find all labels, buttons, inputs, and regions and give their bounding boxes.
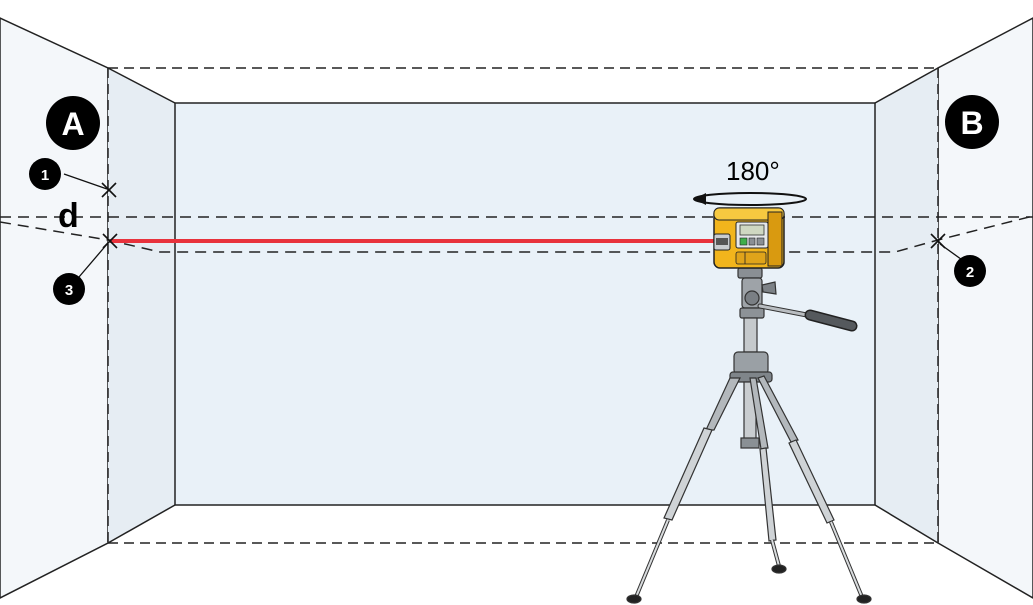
tilted-beam-line: [0, 215, 1033, 253]
floor-right-corner: [874, 504, 939, 544]
ceiling-right-corner: [874, 67, 939, 104]
wall-a-badge: A: [46, 96, 100, 150]
wall-a-label: A: [61, 106, 84, 142]
wall-b-badge: B: [945, 95, 999, 149]
laser-level-device: [713, 207, 785, 269]
rotation-label: 180°: [726, 156, 780, 186]
mark-3-badge: 3: [53, 273, 85, 305]
floor-left-corner: [107, 504, 176, 544]
left-wall-inner: [108, 68, 175, 543]
right-wall-inner: [875, 68, 938, 543]
mark-1-label: 1: [41, 167, 49, 184]
rotate-arrow-icon: [693, 192, 807, 206]
mark-2-label: 2: [966, 264, 974, 281]
room: [0, 17, 1033, 599]
mark-1-badge: 1: [29, 158, 61, 190]
leader-1: [63, 173, 108, 190]
wall-b-label: B: [960, 105, 983, 141]
ceiling-left-corner: [107, 67, 176, 104]
mark-1-cross: [101, 182, 117, 198]
offset-d-label: d: [58, 197, 79, 235]
reference-lines: [0, 215, 1033, 253]
tripod: [626, 267, 872, 604]
mark-3-label: 3: [65, 282, 73, 299]
mark-2-badge: 2: [954, 255, 986, 287]
